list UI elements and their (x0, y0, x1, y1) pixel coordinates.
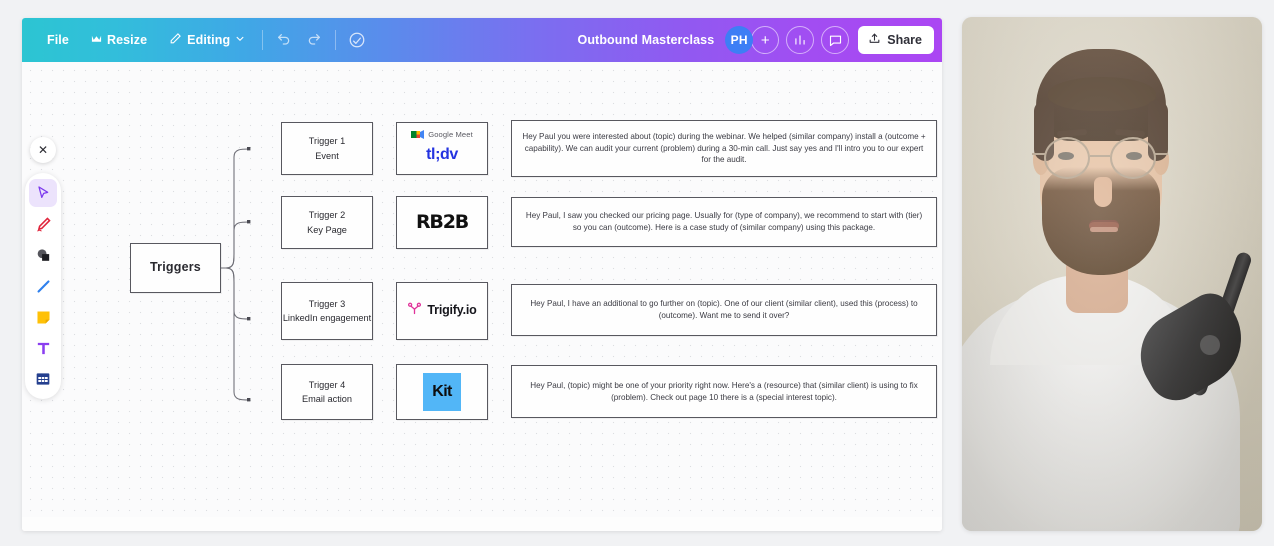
file-menu-label: File (47, 33, 69, 47)
node-trigger-4[interactable]: Trigger 4 Email action (281, 364, 373, 420)
trigger-3-sub: LinkedIn engagement (282, 313, 372, 323)
toolbar-divider-2 (335, 30, 337, 50)
node-trigger-3[interactable]: Trigger 3 LinkedIn engagement (281, 282, 373, 340)
share-button[interactable]: Share (858, 26, 934, 54)
whiteboard-window: File Resize Edit (22, 18, 942, 531)
presenter-glasses-arm-left (1032, 153, 1045, 155)
node-trigger-2[interactable]: Trigger 2 Key Page (281, 196, 373, 249)
presenter-hair-fringe (1048, 77, 1156, 111)
editing-label: Editing (187, 33, 231, 47)
bar-chart-button[interactable] (786, 26, 815, 54)
trigger-2-sub: Key Page (307, 224, 347, 235)
tool-text[interactable] (29, 334, 57, 362)
toolbar-left-group: File Resize Edit (36, 25, 372, 55)
presenter-sideburn-right (1148, 101, 1168, 161)
kit-logo-box: Kit (423, 373, 461, 411)
presenter-nose (1094, 177, 1112, 207)
close-palette-button[interactable]: ✕ (30, 137, 56, 163)
google-meet-logo-row: Google Meet (411, 129, 473, 141)
microphone-knob (1200, 335, 1220, 355)
add-collaborator-button[interactable]: + (751, 26, 780, 54)
presenter-glasses-left-lens (1044, 137, 1090, 179)
kit-logo-label: Kit (432, 382, 452, 400)
tool-sticky-note[interactable] (29, 303, 57, 331)
pencil-icon (169, 32, 182, 48)
app-toolbar: File Resize Edit (22, 18, 942, 62)
rb2b-logo-label: RB2B (415, 210, 469, 233)
presenter-video-feed[interactable] (962, 17, 1262, 531)
tool-table[interactable] (29, 365, 57, 393)
upload-icon (868, 32, 881, 48)
presenter-glasses-arm-right (1155, 153, 1168, 155)
trigger-2-title: Trigger 2 (308, 210, 346, 221)
video-vignette (962, 17, 1262, 531)
comment-button[interactable] (821, 26, 850, 54)
toolbar-right-group: Outbound Masterclass PH + (577, 26, 934, 54)
node-triggers-label: Triggers (150, 260, 201, 275)
cloud-sync-button[interactable] (342, 25, 372, 55)
node-message-2[interactable]: Hey Paul, I saw you checked our pricing … (511, 197, 937, 247)
node-logo-rb2b[interactable]: RB2B (396, 196, 488, 249)
google-meet-label: Google Meet (428, 129, 473, 139)
presenter-mouth (1089, 220, 1119, 231)
google-meet-icon (411, 129, 425, 140)
presenter-lower-lip (1090, 227, 1118, 232)
file-menu-button[interactable]: File (36, 28, 80, 52)
node-message-3[interactable]: Hey Paul, I have an additional to go fur… (511, 284, 937, 336)
document-title: Outbound Masterclass (577, 33, 715, 47)
avatar[interactable]: PH (725, 26, 754, 54)
resize-icon (91, 33, 102, 47)
share-label: Share (887, 33, 922, 47)
whiteboard-canvas[interactable]: Triggers Trigger 1 Event (22, 62, 942, 531)
resize-label: Resize (106, 33, 148, 47)
message-1-text: Hey Paul you were interested about (topi… (522, 131, 926, 165)
tool-marker-pen[interactable] (29, 210, 57, 238)
trigify-logo-label: Trigify.io (427, 303, 477, 318)
toolbar-divider-1 (262, 30, 264, 50)
message-2-text: Hey Paul, I saw you checked our pricing … (525, 211, 923, 232)
trigify-icon (407, 301, 422, 320)
trigger-3-title: Trigger 3 (308, 298, 346, 309)
tool-line[interactable] (29, 272, 57, 300)
node-trigger-1[interactable]: Trigger 1 Event (281, 122, 373, 175)
message-4-text: Hey Paul, (topic) might be one of your p… (530, 380, 918, 402)
node-logo-google-meet-tldv[interactable]: Google Meet tl;dv (396, 122, 488, 175)
tldv-logo-label: tl;dv (426, 146, 458, 164)
node-message-4[interactable]: Hey Paul, (topic) might be one of your p… (511, 365, 937, 418)
presenter-glasses-bridge (1090, 155, 1110, 158)
message-3-text: Hey Paul, I have an additional to go fur… (530, 299, 918, 320)
tool-shapes[interactable] (29, 241, 57, 269)
presenter-glasses-right-lens (1110, 137, 1156, 179)
undo-button[interactable] (269, 25, 299, 55)
redo-button[interactable] (299, 25, 329, 55)
diagram: Triggers Trigger 1 Event (22, 62, 942, 531)
trigger-4-sub: Email action (301, 394, 353, 404)
node-triggers-root[interactable]: Triggers (130, 243, 221, 293)
trigger-1-sub: Event (315, 150, 339, 161)
tool-palette (25, 173, 61, 399)
editing-mode-dropdown[interactable]: Editing (158, 27, 256, 53)
node-logo-trigify[interactable]: Trigify.io (396, 282, 488, 340)
close-icon: ✕ (37, 143, 49, 157)
trigger-1-title: Trigger 1 (308, 136, 346, 147)
node-logo-kit[interactable]: Kit (396, 364, 488, 420)
tool-select-cursor[interactable] (29, 179, 57, 207)
chevron-down-icon (235, 33, 245, 47)
node-message-1[interactable]: Hey Paul you were interested about (topi… (511, 120, 937, 177)
trigify-logo-row: Trigify.io (407, 301, 477, 320)
trigger-4-title: Trigger 4 (308, 379, 346, 390)
resize-button[interactable]: Resize (80, 28, 158, 52)
